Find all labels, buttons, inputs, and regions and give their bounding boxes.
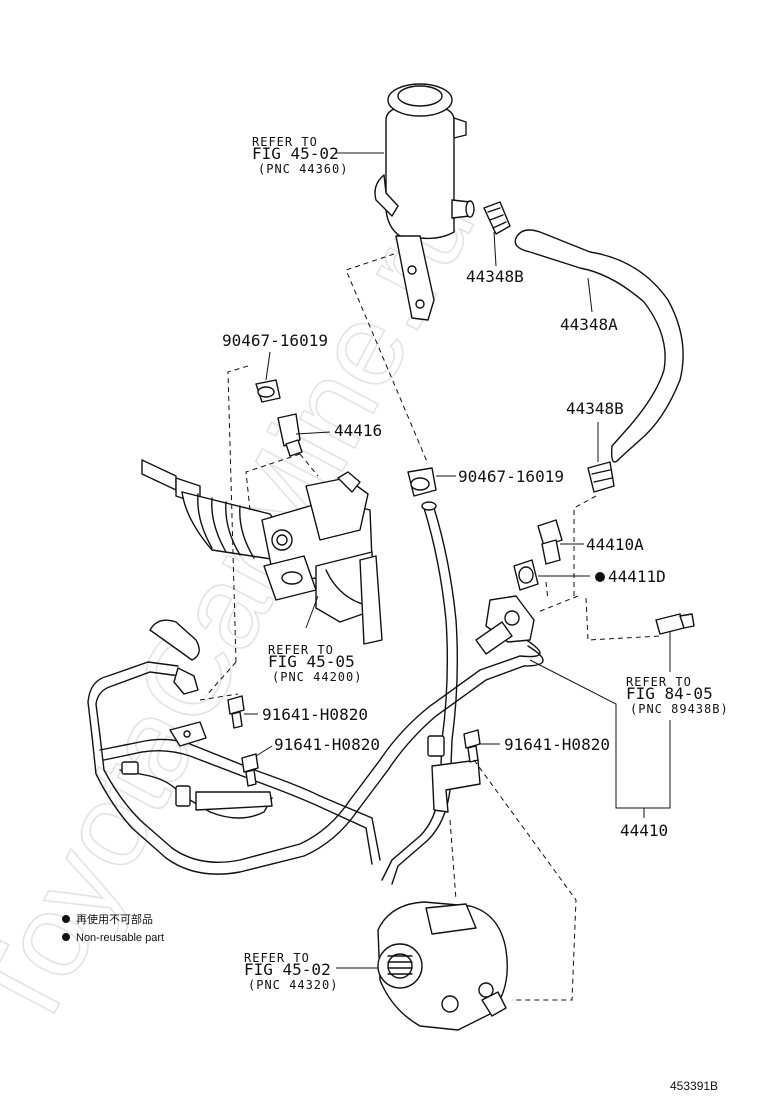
label-90467-middle[interactable]: 90467-16019 xyxy=(458,467,564,486)
bolt-91641-c[interactable] xyxy=(463,729,481,763)
refer-pnc: (PNC 89438B) xyxy=(630,702,729,716)
refer-line: REFER TO xyxy=(252,135,318,149)
refer-line: REFER TO xyxy=(244,951,310,965)
label-91641-a[interactable]: 91641-H0820 xyxy=(262,705,368,724)
gasket-44411D[interactable] xyxy=(513,559,539,591)
label-44348B-upper[interactable]: 44348B xyxy=(466,267,524,286)
label-91641-b[interactable]: 91641-H0820 xyxy=(274,735,380,754)
legend-japanese: 再使用不可部品 xyxy=(76,912,153,926)
label-44348B-lower[interactable]: 44348B xyxy=(566,399,624,418)
refer-reservoir: REFER TO FIG 45-02 (PNC 44360) xyxy=(252,135,348,176)
legend-english: Non-reusable part xyxy=(76,932,164,944)
refer-fig: FIG 45-05 xyxy=(268,652,355,671)
union-bolt-44410A[interactable] xyxy=(537,519,563,565)
refer-pnc: (PNC 44320) xyxy=(248,978,338,992)
refer-sensor: REFER TO FIG 84-05 (PNC 89438B) xyxy=(626,675,729,716)
tube-bracket xyxy=(431,759,481,813)
bolt-91641-a[interactable] xyxy=(227,695,245,729)
non-reusable-marker xyxy=(595,572,605,582)
label-44348A[interactable]: 44348A xyxy=(560,315,618,334)
label-44410A[interactable]: 44410A xyxy=(586,535,644,554)
union-bolt-44416[interactable] xyxy=(277,413,303,457)
gasket-90467-upper[interactable] xyxy=(255,379,281,403)
hose-clamp-lower[interactable] xyxy=(587,461,615,493)
refer-fig: FIG 45-02 xyxy=(252,144,339,163)
refer-pump: REFER TO FIG 45-02 (PNC 44320) xyxy=(244,951,338,992)
reservoir-tank xyxy=(374,83,475,321)
refer-line: REFER TO xyxy=(268,643,334,657)
gasket-90467-middle[interactable] xyxy=(407,467,437,497)
refer-fig: FIG 45-02 xyxy=(244,960,331,979)
pressure-sensor[interactable] xyxy=(655,613,695,635)
label-90467-upper[interactable]: 90467-16019 xyxy=(222,331,328,350)
cooler-loop xyxy=(99,738,381,861)
refer-pnc: (PNC 44200) xyxy=(272,670,362,684)
label-44410[interactable]: 44410 xyxy=(620,821,668,840)
refer-pnc: (PNC 44360) xyxy=(258,162,348,176)
hose-clamp-upper[interactable] xyxy=(483,201,511,235)
refer-steering-gear: REFER TO FIG 45-05 (PNC 44200) xyxy=(268,643,362,684)
legend: 再使用不可部品 Non-reusable part xyxy=(62,912,164,944)
figure-id: 453391B xyxy=(670,1079,718,1093)
legend-bullet-icon xyxy=(62,915,70,923)
label-44411D[interactable]: 44411D xyxy=(608,567,666,586)
pressure-switch-fitting[interactable] xyxy=(475,595,535,655)
pressure-feed-tube[interactable] xyxy=(87,619,544,875)
steering-gear-assembly xyxy=(141,459,383,645)
label-44416[interactable]: 44416 xyxy=(334,421,382,440)
legend-bullet-icon xyxy=(62,933,70,941)
return-hose[interactable] xyxy=(514,229,684,463)
dashed-guides xyxy=(199,253,661,1001)
refer-fig: FIG 84-05 xyxy=(626,684,713,703)
return-tube xyxy=(381,507,449,881)
vane-pump-assembly xyxy=(377,901,508,1031)
leader-lines xyxy=(244,152,671,969)
refer-line: REFER TO xyxy=(626,675,692,689)
label-91641-c[interactable]: 91641-H0820 xyxy=(504,735,610,754)
bolt-91641-b[interactable] xyxy=(241,753,259,787)
